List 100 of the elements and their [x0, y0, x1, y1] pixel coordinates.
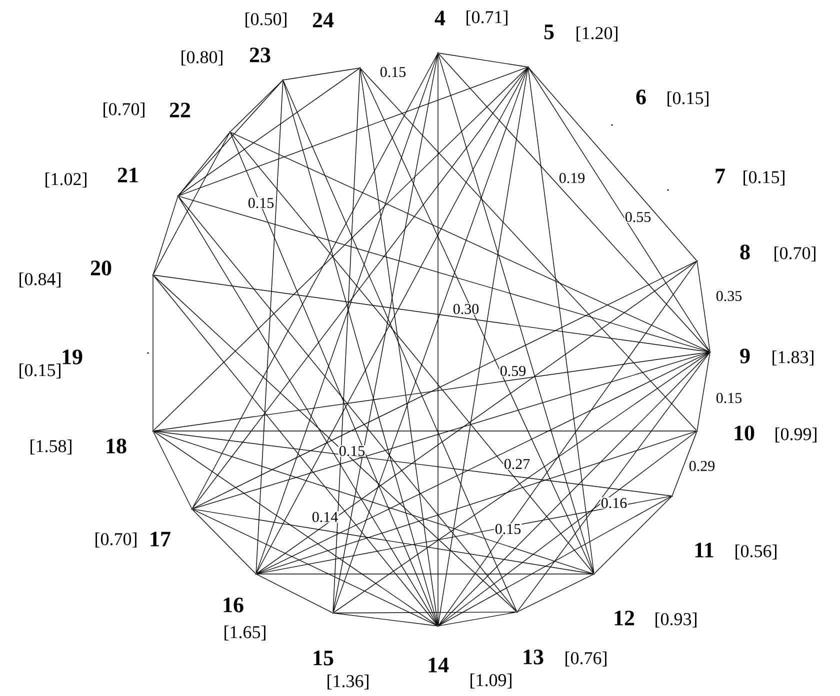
vertex-number: 22: [170, 102, 190, 118]
vertex-weight: [0.93]: [656, 612, 696, 628]
vertex-weight: [1.83]: [772, 350, 814, 366]
edge-line: [517, 352, 710, 612]
edge-line: [153, 67, 528, 431]
edge-line: [178, 196, 517, 612]
edge-label: 0.29: [688, 460, 716, 472]
vertex-weight: [1.09]: [470, 674, 512, 688]
edge-line: [256, 80, 284, 574]
edge-label: 0.15: [338, 445, 366, 457]
edge-line: [192, 67, 528, 509]
edge-line: [438, 352, 710, 626]
edge-line: [192, 509, 438, 626]
edge-line: [153, 432, 192, 508]
vertex-number: 20: [90, 260, 112, 276]
edge-line: [154, 430, 672, 496]
edge-line: [672, 432, 697, 496]
edge-line: [153, 132, 230, 274]
edge-line: [230, 132, 438, 626]
edge-line: [256, 54, 438, 574]
vertex-weight: [0.50]: [246, 12, 286, 28]
edge-line: [284, 68, 360, 80]
vertex-number: 12: [614, 610, 634, 626]
vertex-weight: [0.76]: [566, 652, 606, 666]
edge-line: [528, 68, 710, 352]
vertex-weight: [1.36]: [328, 674, 368, 690]
edge-line: [256, 68, 528, 574]
edge-label: 0.27: [503, 458, 531, 470]
edge-label: 0.16: [600, 497, 628, 509]
edge-line: [438, 54, 594, 574]
vertex-weight: [1.20]: [576, 26, 618, 42]
edge-line: [438, 431, 697, 626]
edge-line: [696, 352, 710, 430]
edge-line: [192, 508, 594, 574]
vertex-number: 16: [224, 598, 244, 612]
vertex-weight: [0.71]: [466, 10, 508, 26]
edge-line: [334, 612, 438, 626]
vertex-number: 24: [312, 12, 334, 28]
edge-line: [256, 352, 710, 574]
edge-line: [192, 509, 256, 574]
edge-label: 0.14: [311, 511, 339, 523]
edge-line: [154, 352, 710, 432]
edge-line: [360, 68, 438, 626]
edge-label: 0.15: [715, 392, 743, 404]
vertex-weight: [1.02]: [46, 172, 86, 188]
vertex-weight: [0.70]: [96, 532, 136, 548]
vertex-weight: [0.80]: [182, 50, 222, 66]
edge-line: [282, 80, 438, 626]
vertex-number: 4: [434, 10, 446, 26]
vertex-weight: [0.15]: [668, 92, 708, 106]
edge-line: [154, 430, 696, 432]
vertex-number: 23: [250, 48, 270, 62]
vertex-number: 11: [695, 542, 714, 558]
edge-line: [192, 261, 696, 509]
edge-line: [178, 67, 528, 196]
edge-line: [334, 612, 516, 614]
vertex-number: 6: [636, 90, 646, 104]
edge-line: [696, 262, 710, 352]
edge-line: [152, 276, 154, 430]
vertex-number: 9: [740, 348, 750, 364]
edge-line: [178, 80, 283, 196]
vertex-number: 7: [716, 168, 725, 184]
vertex-number: 19: [62, 350, 82, 364]
edge-line: [154, 274, 710, 352]
edge-line: [178, 196, 710, 352]
vertex-weight: [0.15]: [744, 170, 784, 186]
vertex-number: 17: [150, 532, 170, 546]
vertex-number: 14: [428, 658, 449, 672]
edge-label: 0.55: [624, 211, 652, 223]
vertex-number: 13: [524, 650, 544, 664]
edge-line: [256, 574, 332, 613]
edge-line: [332, 68, 360, 612]
edge-line: [332, 68, 528, 612]
edge-line: [332, 54, 438, 612]
edge-line: [256, 430, 696, 574]
edge-line: [283, 80, 517, 612]
vertex-number: 15: [314, 650, 334, 666]
vertex-weight: [0.15]: [20, 364, 60, 378]
edge-label: 0.30: [452, 303, 480, 315]
edge-line: [438, 612, 516, 626]
edge-label: 0.15: [494, 523, 522, 535]
edge-line: [518, 574, 594, 612]
vertex-weight: [0.70]: [104, 102, 144, 118]
vertex-number: 8: [740, 244, 750, 260]
vertex-weight: [0.70]: [774, 246, 816, 262]
edge-line: [192, 54, 438, 508]
edge-line: [438, 52, 528, 68]
edge-label: 0.35: [715, 290, 743, 302]
vertex-number: 10: [734, 426, 754, 440]
edge-line: [594, 496, 672, 574]
edge-line: [438, 68, 528, 626]
edge-line: [528, 67, 697, 261]
edge-line: [528, 68, 594, 574]
edge-label: 0.19: [558, 172, 586, 184]
edge-line: [438, 53, 710, 352]
edge-line: [178, 132, 230, 196]
edge-line: [256, 496, 672, 574]
edge-line: [230, 132, 594, 574]
edge-line: [192, 352, 710, 510]
edge-line: [256, 261, 697, 574]
